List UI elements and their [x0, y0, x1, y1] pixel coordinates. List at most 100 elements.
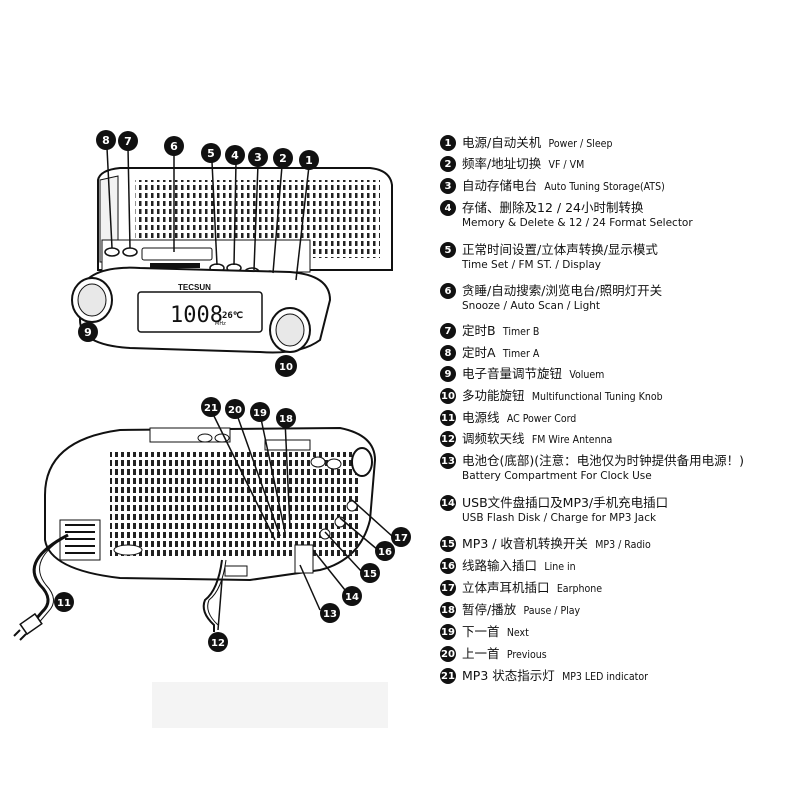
callout-15: 15: [360, 563, 380, 583]
legend-label-en: Voluem: [569, 369, 605, 381]
legend-item-15: 15 MP3 / 收音机转换开关 MP3 / Radio: [440, 535, 651, 555]
legend-number-badge: 4: [440, 200, 456, 216]
svg-text:10: 10: [279, 362, 293, 373]
legend-label-zh: 贪睡/自动搜索/浏览电台/照明灯开关: [462, 283, 663, 298]
svg-text:7: 7: [124, 135, 132, 148]
legend-number-badge: 12: [440, 431, 456, 447]
callout-16: 16: [375, 541, 395, 561]
callout-2: 2: [273, 148, 293, 168]
legend-label-zh: MP3 / 收音机转换开关: [462, 536, 588, 551]
svg-text:17: 17: [394, 533, 408, 544]
svg-text:11: 11: [57, 598, 71, 609]
legend-number-badge: 10: [440, 388, 456, 404]
legend-label-zh: 下一首: [462, 624, 500, 639]
legend-label-en: VF / VM: [548, 159, 585, 171]
legend-label-en: Timer A: [502, 348, 540, 360]
legend-label-zh: 电池仓(底部)(注意：电池仅为时钟提供备用电源！): [462, 453, 745, 468]
callout-8: 8: [96, 130, 116, 150]
legend-number-badge: 11: [440, 410, 456, 426]
lcd-display: [137, 291, 263, 333]
svg-text:1: 1: [305, 154, 313, 167]
callout-19: 19: [250, 402, 270, 422]
legend-label-en: Multifunctional Tuning Knob: [531, 391, 663, 403]
legend-label-zh: 电源线: [462, 410, 500, 425]
legend-number-badge: 15: [440, 536, 456, 552]
legend-label-en: AC Power Cord: [506, 413, 577, 425]
legend-label-zh: 线路输入插口: [462, 558, 538, 573]
legend-number-badge: 18: [440, 602, 456, 618]
legend-number-badge: 21: [440, 668, 456, 684]
svg-text:21: 21: [204, 403, 218, 414]
brand-label: TECSUN: [178, 283, 211, 292]
legend-number-badge: 5: [440, 242, 456, 258]
callout-14: 14: [342, 586, 362, 606]
legend-label-zh: 立体声耳机插口: [462, 580, 550, 595]
legend-label-en: USB Flash Disk / Charge for MP3 Jack: [462, 512, 657, 524]
legend-label-en: Power / Sleep: [548, 138, 613, 150]
svg-text:6: 6: [170, 140, 178, 153]
legend-number-badge: 9: [440, 366, 456, 382]
legend-label-zh: 多功能旋钮: [462, 388, 525, 403]
blank-footer-bar: [152, 682, 388, 728]
svg-text:9: 9: [84, 326, 92, 339]
legend-label-zh: 定时B: [462, 323, 496, 338]
callout-21: 21: [201, 397, 221, 417]
callout-3: 3: [248, 147, 268, 167]
legend-label-zh: 定时A: [462, 345, 496, 360]
svg-text:18: 18: [279, 414, 293, 425]
legend-label-en: Memory & Delete & 12 / 24 Format Selecto…: [462, 217, 693, 229]
legend-label-zh: 暂停/播放: [462, 602, 517, 617]
legend-label-en: Snooze / Auto Scan / Light: [462, 300, 601, 312]
legend-label-en: Pause / Play: [523, 605, 581, 617]
button-8: [104, 247, 120, 257]
legend-label-en: Previous: [506, 649, 547, 661]
legend-item-20: 20 上一首 Previous: [440, 645, 547, 665]
legend-label-zh: MP3 状态指示灯: [462, 668, 555, 683]
legend-number-badge: 14: [440, 495, 456, 511]
legend-label-en: FM Wire Antenna: [531, 434, 613, 446]
legend-label-zh: 上一首: [462, 646, 500, 661]
callout-12: 12: [208, 632, 228, 652]
back-speaker-grille: [110, 452, 360, 557]
display-temperature: 26℃: [222, 310, 243, 321]
fm-antenna-wire: [202, 559, 223, 632]
callout-20: 20: [225, 399, 245, 419]
callout-17: 17: [391, 527, 411, 547]
svg-text:14: 14: [345, 592, 359, 603]
svg-text:4: 4: [231, 149, 239, 162]
legend-item-18: 18 暂停/播放 Pause / Play: [440, 601, 580, 621]
callout-18: 18: [276, 408, 296, 428]
callout-11: 11: [54, 592, 74, 612]
legend-label-en: Battery Compartment For Clock Use: [462, 470, 652, 482]
svg-text:16: 16: [378, 547, 392, 558]
front-view: TECSUN 1008 MHz 26℃: [71, 167, 393, 354]
svg-text:8: 8: [102, 134, 110, 147]
svg-text:2: 2: [279, 152, 287, 165]
legend-label-en: MP3 / Radio: [595, 539, 651, 551]
legend-number-badge: 3: [440, 178, 456, 194]
callout-7: 7: [118, 131, 138, 151]
front-callouts: 8 7 6 5 4 3 2 1 9 10: [78, 130, 319, 377]
legend-label-en: Earphone: [556, 583, 603, 595]
svg-text:3: 3: [254, 151, 262, 164]
callout-1: 1: [299, 150, 319, 170]
svg-text:19: 19: [253, 408, 267, 419]
legend-label-zh: 电子音量调节旋钮: [462, 366, 563, 381]
callout-13: 13: [320, 603, 340, 623]
legend-item-17: 17 立体声耳机插口 Earphone: [440, 579, 602, 599]
legend-number-badge: 20: [440, 646, 456, 662]
front-leaders: [106, 147, 310, 281]
button-7: [122, 247, 138, 257]
legend-number-badge: 17: [440, 580, 456, 596]
display-unit: MHz: [215, 321, 226, 327]
display-frequency: 1008: [170, 303, 223, 328]
legend-number-badge: 6: [440, 283, 456, 299]
